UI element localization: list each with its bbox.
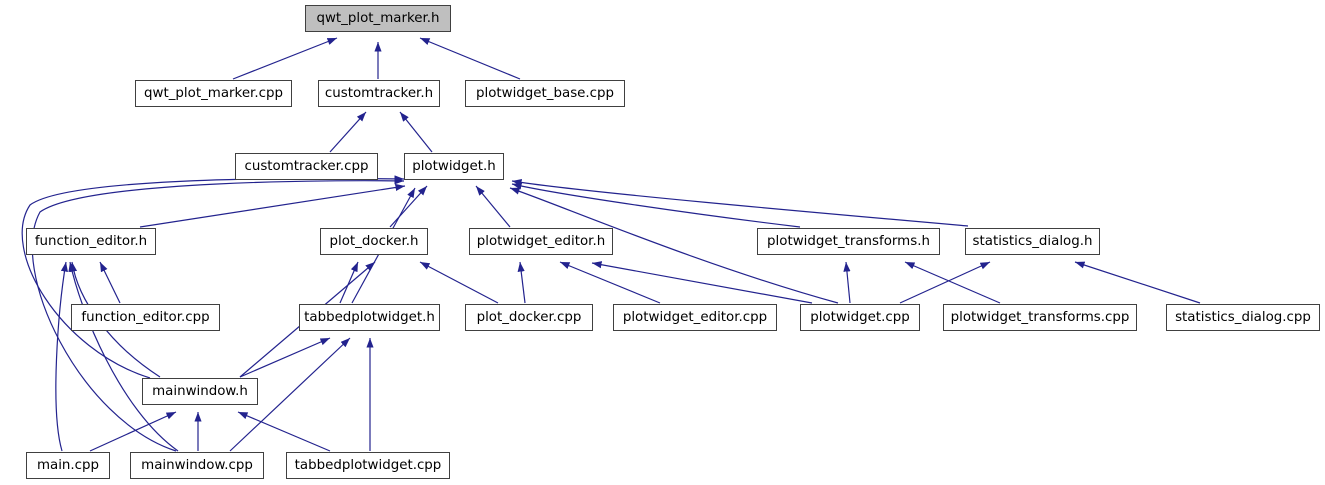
edge-plotwidget_cpp-to-plotwidget_transforms_h xyxy=(843,261,851,304)
node-tabbedplotwidget_h[interactable]: tabbedplotwidget.h xyxy=(299,304,440,331)
node-label: plot_docker.cpp xyxy=(476,309,582,325)
edge-plotwidget_editor_cpp-to-plotwidget_editor_h xyxy=(559,261,661,304)
node-label: plotwidget_editor.cpp xyxy=(622,309,768,325)
edge-function_editor_cpp-to-function_editor_h xyxy=(99,261,121,304)
node-function_editor_cpp[interactable]: function_editor.cpp xyxy=(71,304,220,331)
edge-mainwindow_h-to-plotwidget_h xyxy=(21,175,405,379)
node-plot_docker_h[interactable]: plot_docker.h xyxy=(320,228,428,255)
edge-qwt_plot_marker_cpp-to-qwt_plot_marker_h xyxy=(232,37,338,80)
edge-plotwidget_h-to-customtracker_h xyxy=(399,111,433,153)
node-plotwidget_editor_h[interactable]: plotwidget_editor.h xyxy=(469,228,613,255)
node-label: main.cpp xyxy=(36,457,100,473)
node-label: customtracker.h xyxy=(324,85,434,101)
node-label: plotwidget_base.cpp xyxy=(475,85,615,101)
node-label: plotwidget.cpp xyxy=(810,309,910,325)
edge-main_cpp-to-function_editor_h xyxy=(55,261,68,452)
edge-plotwidget_cpp-to-plotwidget_editor_h xyxy=(591,261,813,304)
node-label: mainwindow.h xyxy=(152,383,248,399)
node-customtracker_cpp[interactable]: customtracker.cpp xyxy=(235,153,378,180)
edge-plotwidget_transforms_cpp-to-plotwidget_transforms_h xyxy=(904,261,1001,304)
node-label: mainwindow.cpp xyxy=(141,457,253,473)
edge-mainwindow_cpp-to-function_editor_h xyxy=(68,261,179,452)
node-label: customtracker.cpp xyxy=(244,158,369,174)
node-label: function_editor.h xyxy=(34,233,148,249)
edge-tabbedplotwidget_cpp-to-mainwindow_h xyxy=(237,411,331,452)
node-tabbedplotwidget_cpp[interactable]: tabbedplotwidget.cpp xyxy=(286,452,450,479)
edge-main_cpp-to-mainwindow_h xyxy=(89,411,177,452)
node-statistics_dialog_h[interactable]: statistics_dialog.h xyxy=(965,228,1100,255)
node-plotwidget_transforms_h[interactable]: plotwidget_transforms.h xyxy=(757,228,940,255)
node-label: plotwidget_transforms.cpp xyxy=(950,309,1130,325)
edge-plotwidget_cpp-to-statistics_dialog_h xyxy=(899,261,991,304)
node-label: plot_docker.h xyxy=(329,233,419,249)
node-label: tabbedplotwidget.cpp xyxy=(294,457,442,473)
node-label: plotwidget_transforms.h xyxy=(767,233,930,249)
edge-plotwidget_base_cpp-to-qwt_plot_marker_h xyxy=(419,37,521,80)
node-plotwidget_h[interactable]: plotwidget.h xyxy=(404,153,504,180)
node-statistics_dialog_cpp[interactable]: statistics_dialog.cpp xyxy=(1166,304,1320,331)
edge-statistics_dialog_h-to-plotwidget_h xyxy=(511,178,969,227)
node-qwt_plot_marker_h[interactable]: qwt_plot_marker.h xyxy=(305,5,451,32)
edge-function_editor_h-to-plotwidget_h xyxy=(139,183,406,228)
node-mainwindow_cpp[interactable]: mainwindow.cpp xyxy=(130,452,264,479)
node-main_cpp[interactable]: main.cpp xyxy=(26,452,110,479)
node-label: plotwidget_editor.h xyxy=(476,233,606,249)
node-label: function_editor.cpp xyxy=(81,309,210,325)
node-plot_docker_cpp[interactable]: plot_docker.cpp xyxy=(465,304,593,331)
node-label: plotwidget.h xyxy=(412,158,496,174)
node-plotwidget_editor_cpp[interactable]: plotwidget_editor.cpp xyxy=(613,304,777,331)
node-mainwindow_h[interactable]: mainwindow.h xyxy=(142,378,258,405)
node-plotwidget_base_cpp[interactable]: plotwidget_base.cpp xyxy=(465,80,625,107)
node-label: tabbedplotwidget.h xyxy=(304,309,435,325)
node-plotwidget_cpp[interactable]: plotwidget.cpp xyxy=(800,304,920,331)
node-plotwidget_transforms_cpp[interactable]: plotwidget_transforms.cpp xyxy=(943,304,1137,331)
edge-plot_docker_cpp-to-plot_docker_h xyxy=(419,261,499,304)
node-label: qwt_plot_marker.h xyxy=(316,10,440,26)
edge-plot_docker_h-to-plotwidget_h xyxy=(389,185,428,228)
node-customtracker_h[interactable]: customtracker.h xyxy=(318,80,440,107)
edge-plotwidget_editor_h-to-plotwidget_h xyxy=(475,185,511,228)
edge-mainwindow_h-to-tabbedplotwidget_h xyxy=(239,337,331,378)
edge-customtracker_cpp-to-customtracker_h xyxy=(329,111,367,153)
edge-plot_docker_cpp-to-plotwidget_editor_h xyxy=(517,261,526,304)
edge-statistics_dialog_cpp-to-statistics_dialog_h xyxy=(1074,261,1201,304)
edge-plotwidget_transforms_h-to-plotwidget_h xyxy=(511,182,801,228)
edge-tabbedplotwidget_h-to-plot_docker_h xyxy=(339,261,359,304)
node-label: statistics_dialog.h xyxy=(972,233,1093,249)
node-label: qwt_plot_marker.cpp xyxy=(144,85,283,101)
node-function_editor_h[interactable]: function_editor.h xyxy=(26,228,156,255)
node-qwt_plot_marker_cpp[interactable]: qwt_plot_marker.cpp xyxy=(135,80,292,107)
node-label: statistics_dialog.cpp xyxy=(1175,309,1311,325)
